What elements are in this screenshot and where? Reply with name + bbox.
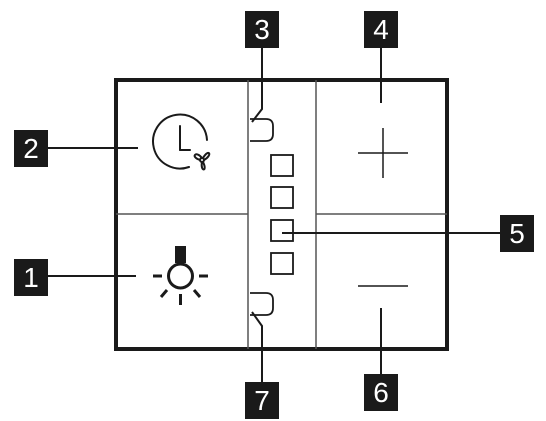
level-indicators [270, 154, 294, 275]
callout-3-leader [251, 48, 263, 123]
callout-4-label: 4 [373, 14, 389, 45]
callout-1-label: 1 [23, 262, 39, 293]
lower-indicator-light [250, 292, 274, 316]
callout-7: 7 [245, 382, 279, 419]
level-indicator-4 [270, 154, 294, 177]
callout-5: 5 [500, 215, 534, 252]
callout-2-label: 2 [23, 133, 39, 164]
callout-7-leader [251, 311, 263, 382]
level-indicator-2 [270, 219, 294, 242]
callout-7-label: 7 [254, 385, 270, 416]
plus-icon [358, 128, 408, 178]
timer-fan-button[interactable] [152, 113, 211, 171]
clock-fan-icon [152, 113, 211, 171]
light-bulb-icon [153, 246, 208, 305]
level-indicator-1 [270, 252, 294, 275]
plus-button[interactable] [358, 128, 408, 178]
callout-3-label: 3 [254, 14, 270, 45]
upper-indicator-light [250, 118, 274, 142]
callout-1: 1 [14, 259, 48, 296]
light-button[interactable] [153, 246, 208, 305]
callout-2: 2 [14, 130, 48, 167]
callout-6-label: 6 [373, 377, 389, 408]
level-indicator-3 [270, 186, 294, 209]
callout-6: 6 [364, 374, 398, 411]
callout-3: 3 [245, 11, 279, 48]
callout-4: 4 [364, 11, 398, 48]
callout-5-label: 5 [509, 218, 525, 249]
